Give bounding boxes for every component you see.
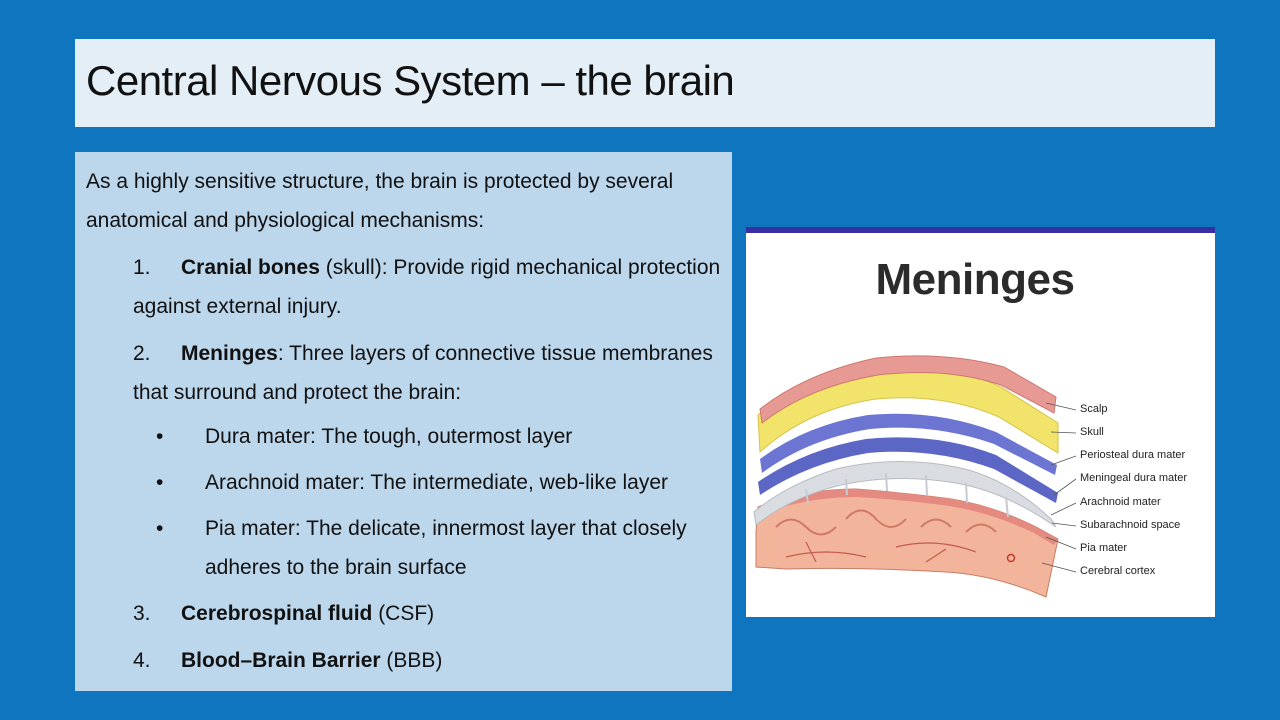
meningeal-dura-layer: [758, 437, 1058, 503]
item-description: (skull): Provide rigid mechanical protec…: [133, 256, 721, 318]
figure-title: Meninges: [875, 255, 1075, 304]
label-periosteal-dura: Periosteal dura mater: [1080, 449, 1186, 461]
bullet-text: Arachnoid mater: The intermediate, web-l…: [205, 471, 668, 494]
bullet-dot: •: [156, 471, 164, 494]
content-panel: As a highly sensitive structure, the bra…: [75, 152, 732, 691]
list-item-cranial-bones: 1. Cranial bones (skull): Provide rigid m…: [133, 248, 723, 326]
label-scalp: Scalp: [1080, 403, 1108, 415]
bullet-dura-mater: • Dura mater: The tough, outermost layer: [156, 417, 720, 456]
label-skull: Skull: [1080, 426, 1104, 438]
meninges-figure: Meninges Scalp Skull Per: [746, 227, 1215, 617]
label-meningeal-dura: Meningeal dura mater: [1080, 472, 1188, 484]
periosteal-dura-layer: [760, 413, 1057, 475]
arachnoid-trabeculae: [805, 472, 1009, 518]
pia-mater-layer: [758, 489, 1058, 545]
item-term: Cranial bones: [181, 256, 320, 279]
list-item-bbb: 4. Blood–Brain Barrier (BBB): [133, 641, 723, 680]
bullet-dot: •: [156, 517, 164, 540]
item-term: Meninges: [181, 342, 278, 365]
cortex-gyri: [775, 509, 997, 536]
cortex-vessels: [785, 541, 977, 563]
meninges-illustration: [753, 355, 1077, 598]
item-term: Cerebrospinal fluid: [181, 602, 373, 625]
slide-title: Central Nervous System – the brain: [86, 57, 735, 104]
item-description: : Three layers of connective tissue memb…: [133, 342, 713, 404]
leader-lines: [1041, 402, 1077, 573]
label-cerebral-cortex: Cerebral cortex: [1080, 565, 1156, 577]
label-pia-mater: Pia mater: [1080, 542, 1128, 554]
item-number: 2.: [133, 342, 151, 365]
label-subarachnoid-space: Subarachnoid space: [1080, 519, 1181, 531]
label-arachnoid-mater: Arachnoid mater: [1080, 496, 1161, 508]
bullet-text: Dura mater: The tough, outermost layer: [205, 425, 573, 448]
item-number: 1.: [133, 256, 151, 279]
list-item-meninges: 2. Meninges: Three layers of connective t…: [133, 334, 723, 412]
scalp-layer: [759, 355, 1057, 424]
bullet-arachnoid-mater: • Arachnoid mater: The intermediate, web…: [156, 463, 720, 502]
item-description: (BBB): [380, 649, 443, 672]
item-term: Blood–Brain Barrier: [181, 649, 381, 672]
list-item-csf: 3. Cerebrospinal fluid (CSF): [133, 594, 723, 633]
bullet-dot: •: [156, 425, 164, 448]
item-description: (CSF): [372, 602, 435, 625]
title-bar: Central Nervous System – the brain: [75, 39, 1215, 127]
figure-accent-bar: [746, 227, 1215, 233]
item-number: 3.: [133, 602, 151, 625]
bullet-text: Pia mater: The delicate, innermost layer…: [205, 517, 687, 579]
item-number: 4.: [133, 649, 151, 672]
cerebral-cortex-layer: [755, 488, 1059, 598]
intro-text: As a highly sensitive structure, the bra…: [86, 170, 674, 232]
bullet-pia-mater: • Pia mater: The delicate, innermost lay…: [156, 509, 720, 587]
pointer-marker: [1006, 553, 1016, 563]
